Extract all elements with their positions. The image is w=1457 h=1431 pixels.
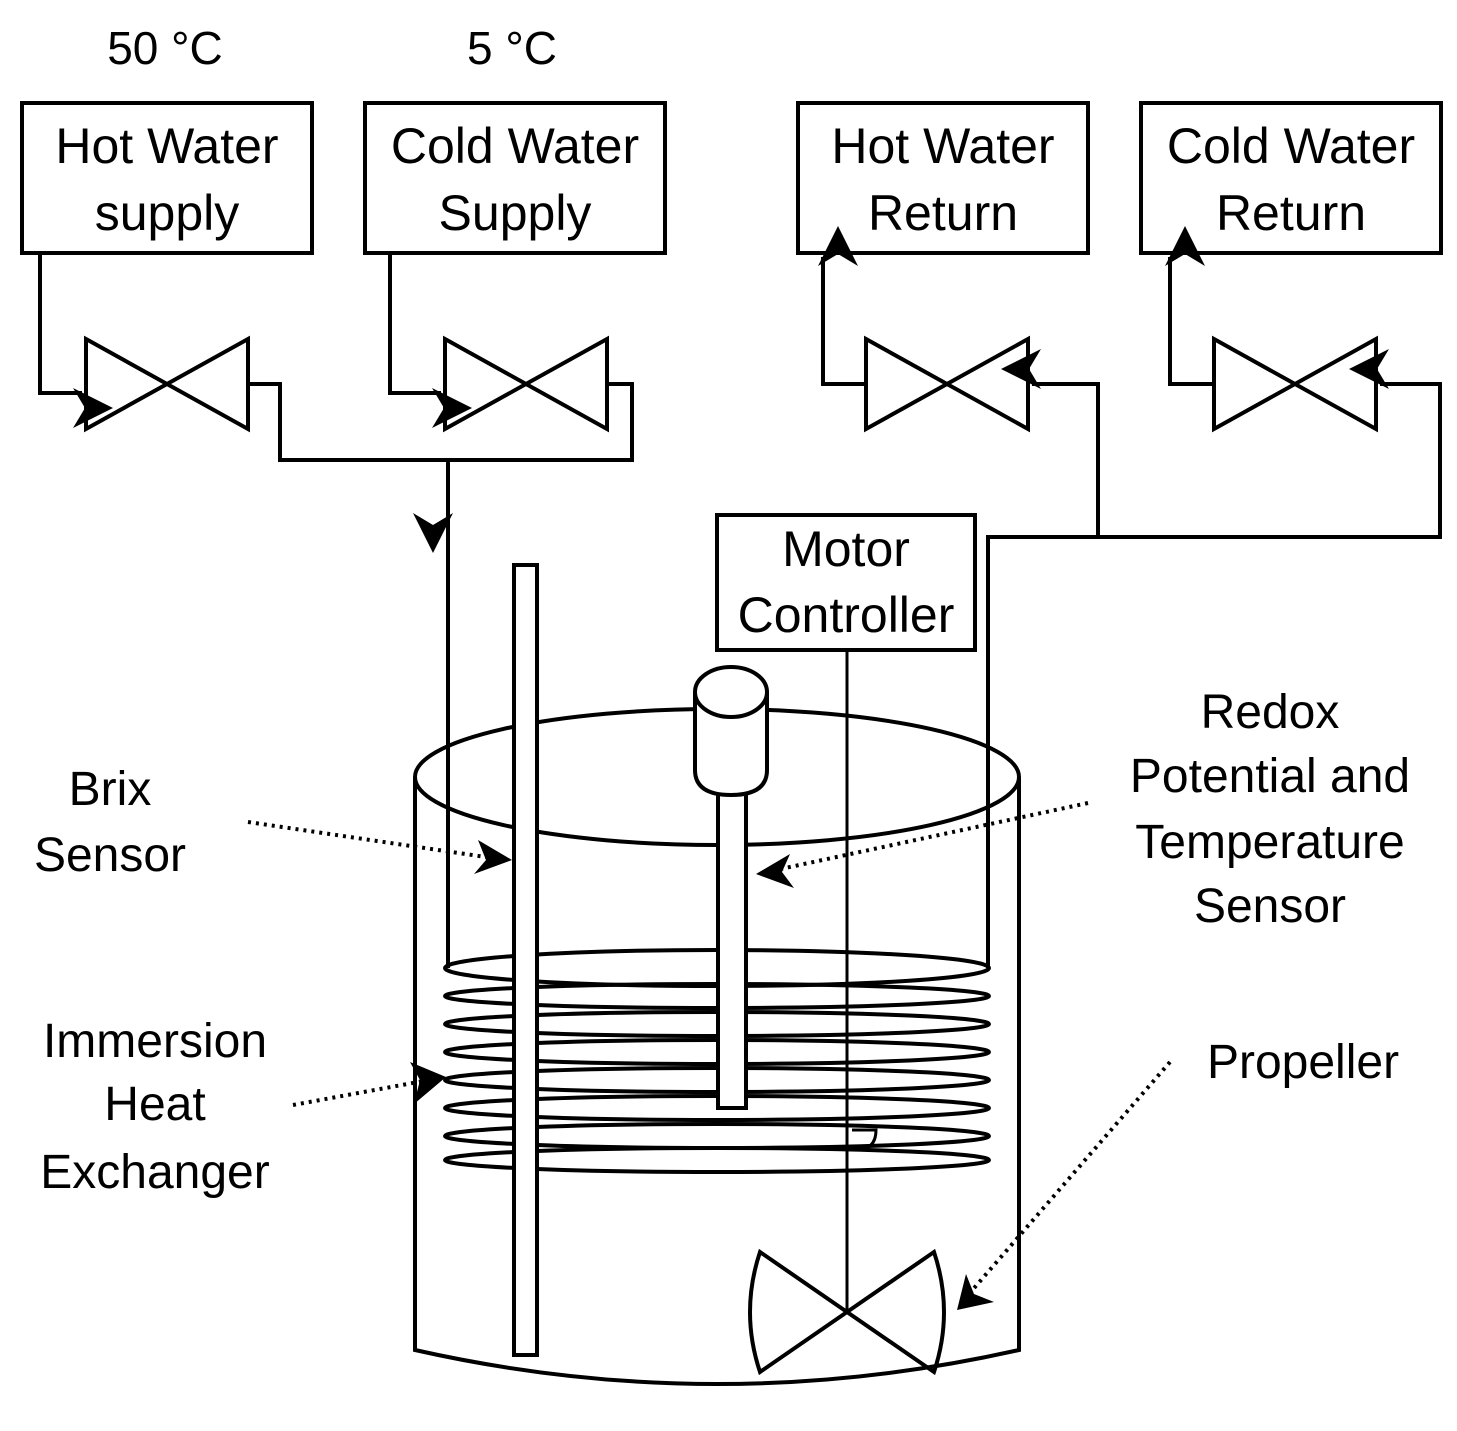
hot-water-return-line1: Hot Water <box>831 118 1054 174</box>
redox-label-line2: Potential and <box>1130 750 1410 803</box>
immersion-label-line3: Exchanger <box>40 1146 269 1199</box>
shaft-clip-icon <box>852 1128 878 1152</box>
hot-water-return-line2: Return <box>868 185 1018 241</box>
hot-supply-valve-icon <box>84 335 250 433</box>
return-piping <box>818 226 1442 968</box>
hot-water-supply-line1: Hot Water <box>55 118 278 174</box>
hot-water-supply-line2: supply <box>95 185 240 241</box>
motor-controller-line1: Motor <box>782 521 910 577</box>
coil-turn <box>443 1146 991 1174</box>
cold-water-return-box: Cold Water Return <box>1139 101 1443 255</box>
leader-arrows <box>247 801 1172 1310</box>
motor-controller-box: Motor Controller <box>715 513 977 652</box>
cold-water-supply-line2: Supply <box>439 185 592 241</box>
redox-label-line1: Redox <box>1201 686 1340 739</box>
cold-water-supply-line1: Cold Water <box>391 118 639 174</box>
motor-controller-line2: Controller <box>738 587 955 643</box>
brix-label-line1: Brix <box>69 763 152 816</box>
redox-sensor-label: Redox Potential and Temperature Sensor <box>1130 686 1410 933</box>
immersion-label-line1: Immersion <box>43 1015 267 1068</box>
redox-label-line3: Temperature <box>1135 816 1404 869</box>
immersion-heat-exchanger-label: Immersion Heat Exchanger <box>40 1015 269 1199</box>
cold-water-return-line2: Return <box>1216 185 1366 241</box>
cold-water-supply-box: Cold Water Supply <box>363 101 667 255</box>
cold-water-return-line1: Cold Water <box>1167 118 1415 174</box>
brix-sensor-label: Brix Sensor <box>34 763 186 882</box>
redox-temperature-sensor <box>693 665 769 1110</box>
redox-label-line4: Sensor <box>1194 880 1346 933</box>
cold-temperature-label: 5 °C <box>467 22 557 74</box>
propeller-label: Propeller <box>1207 1036 1399 1089</box>
cold-return-valve-icon <box>1212 335 1378 433</box>
hot-water-return-box: Hot Water Return <box>796 101 1090 255</box>
propeller-icon <box>748 1248 946 1376</box>
hot-return-valve-icon <box>864 335 1030 433</box>
brix-sensor-rod <box>512 563 539 1357</box>
brix-label-line2: Sensor <box>34 829 186 882</box>
cold-supply-valve-icon <box>443 335 609 433</box>
hot-temperature-label: 50 °C <box>107 22 223 74</box>
immersion-label-line2: Heat <box>104 1078 205 1131</box>
hot-water-supply-box: Hot Water supply <box>20 101 314 255</box>
